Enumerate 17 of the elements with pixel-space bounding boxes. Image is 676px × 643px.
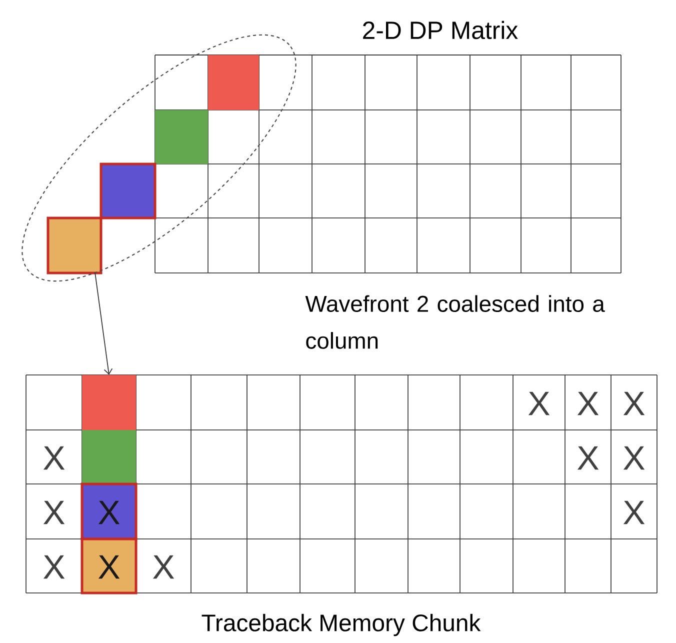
cell-mark: X [528, 392, 550, 416]
colored-cell [82, 374, 136, 430]
cell-mark: X [577, 446, 599, 470]
caption: Traceback Memory Chunk [202, 614, 481, 636]
arrow [94, 272, 113, 375]
annotation-text: Wavefront 2 coalesced into a column [305, 295, 605, 349]
cell-mark: X [98, 555, 120, 579]
cell-mark: X [577, 392, 599, 416]
cell-mark: X [43, 555, 65, 579]
cell-mark: X [623, 500, 645, 524]
cell-mark: X [43, 500, 65, 524]
cell-mark: X [623, 446, 645, 470]
cell-mark: X [152, 555, 174, 579]
cell-mark: X [98, 500, 120, 524]
cell-mark: X [623, 392, 645, 416]
cell-mark: X [43, 446, 65, 470]
title: 2-D DP Matrix [363, 20, 518, 40]
